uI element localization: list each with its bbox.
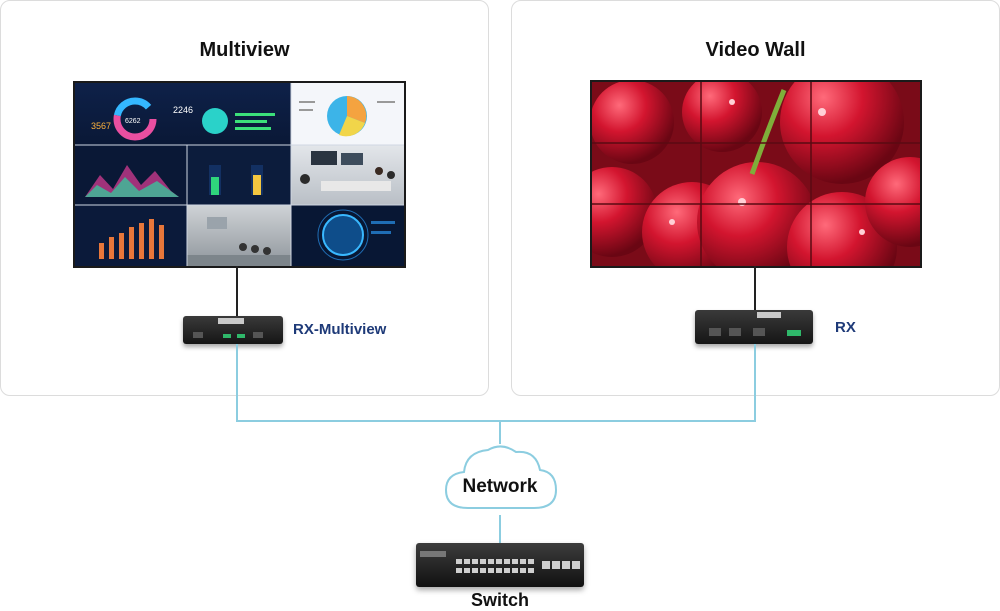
network-label: Network bbox=[462, 476, 538, 497]
classroom-graphic bbox=[187, 217, 291, 266]
cable-rx-down bbox=[754, 344, 756, 422]
dashboard-number-3: 2246 bbox=[173, 105, 193, 115]
globe-graphic bbox=[317, 209, 395, 261]
multiview-screen: 3567 6262 2246 bbox=[75, 83, 404, 266]
rx-label: RX bbox=[835, 319, 856, 336]
rx-multiview-ports bbox=[193, 318, 263, 338]
cable-to-cloud bbox=[499, 420, 501, 444]
switch-ports bbox=[420, 551, 580, 573]
network-switch bbox=[416, 543, 584, 587]
classroom-tile bbox=[187, 205, 291, 266]
pie-graphic bbox=[299, 96, 395, 137]
video-wall-title: Video Wall bbox=[705, 39, 806, 61]
gauge-graphic bbox=[209, 165, 263, 195]
cable-cloud-to-switch bbox=[499, 515, 501, 543]
cable-horizontal bbox=[236, 420, 756, 422]
area-chart-tile bbox=[75, 145, 187, 205]
dashboard-graphic: 3567 6262 2246 bbox=[91, 97, 275, 141]
cable-multiview-down bbox=[236, 344, 238, 422]
area-chart-graphic bbox=[85, 165, 179, 197]
rx-multiview-device bbox=[183, 316, 283, 344]
multiview-hdmi-cable bbox=[236, 266, 238, 316]
dashboard-tile: 3567 6262 2246 bbox=[75, 83, 291, 145]
bar-chart-graphic bbox=[99, 219, 164, 259]
rx-multiview-label: RX-Multiview bbox=[293, 321, 387, 338]
rx-device bbox=[695, 310, 813, 344]
dashboard-number-2: 6262 bbox=[125, 118, 141, 125]
cherries-image bbox=[567, 60, 955, 302]
pie-chart-tile bbox=[291, 83, 404, 145]
dashboard-number-1: 3567 bbox=[91, 121, 111, 131]
multiview-title: Multiview bbox=[199, 39, 290, 61]
video-wall-hdmi-cable bbox=[754, 266, 756, 310]
video-wall-screen bbox=[567, 60, 955, 302]
rx-ports bbox=[709, 312, 801, 336]
bar-chart-tile bbox=[75, 205, 187, 266]
gauge-tile bbox=[187, 145, 291, 205]
meeting-room-graphic bbox=[300, 151, 395, 191]
globe-tile bbox=[291, 205, 404, 266]
switch-label: Switch bbox=[470, 590, 529, 610]
cloud-icon bbox=[444, 445, 558, 509]
meeting-room-tile bbox=[291, 145, 404, 205]
